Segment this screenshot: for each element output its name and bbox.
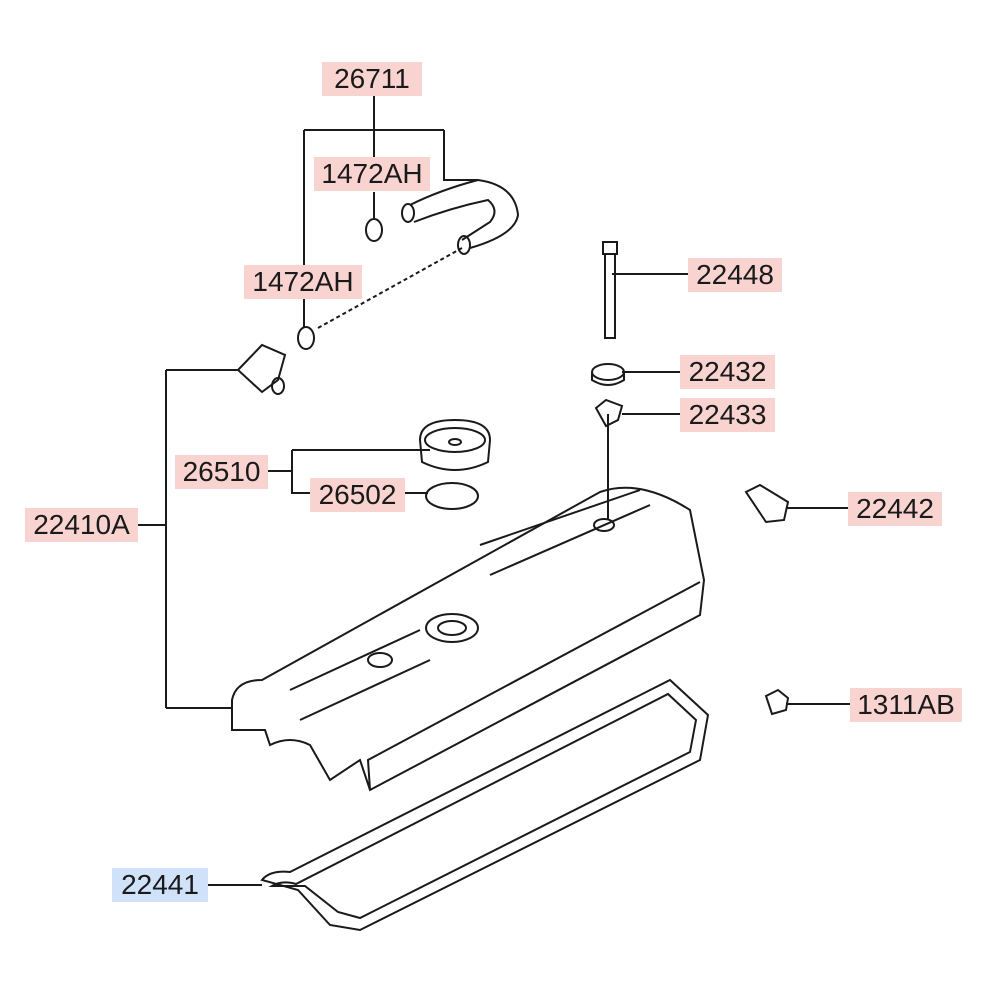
oil-filler-cap	[418, 418, 492, 471]
plug	[744, 483, 790, 524]
cover-bolt	[602, 241, 618, 339]
part-label-1472ah-top[interactable]: 1472AH	[314, 157, 430, 191]
part-label-22448[interactable]: 22448	[688, 258, 782, 292]
washer	[591, 363, 625, 386]
breather-hose	[401, 178, 520, 255]
rocker-cover-gasket	[260, 678, 710, 932]
part-label-1472ah-left[interactable]: 1472AH	[244, 265, 362, 299]
grommet	[594, 398, 624, 428]
part-label-22441-selected[interactable]: 22441	[112, 868, 208, 902]
nut	[764, 688, 790, 716]
leader-lines	[138, 96, 850, 886]
part-label-22442[interactable]: 22442	[848, 492, 942, 526]
part-label-26502[interactable]: 26502	[310, 478, 405, 512]
part-label-26510[interactable]: 26510	[175, 455, 268, 489]
part-label-26711[interactable]: 26711	[322, 62, 422, 96]
part-label-22410a[interactable]: 22410A	[25, 508, 138, 542]
part-label-1311ab[interactable]: 1311AB	[850, 688, 962, 722]
hose-clamps	[297, 218, 383, 350]
part-label-22432[interactable]: 22432	[680, 355, 775, 389]
oil-cap-gasket	[425, 482, 479, 510]
rocker-cover	[231, 486, 706, 792]
pcv-elbow	[236, 343, 287, 395]
part-label-22433[interactable]: 22433	[680, 398, 775, 432]
